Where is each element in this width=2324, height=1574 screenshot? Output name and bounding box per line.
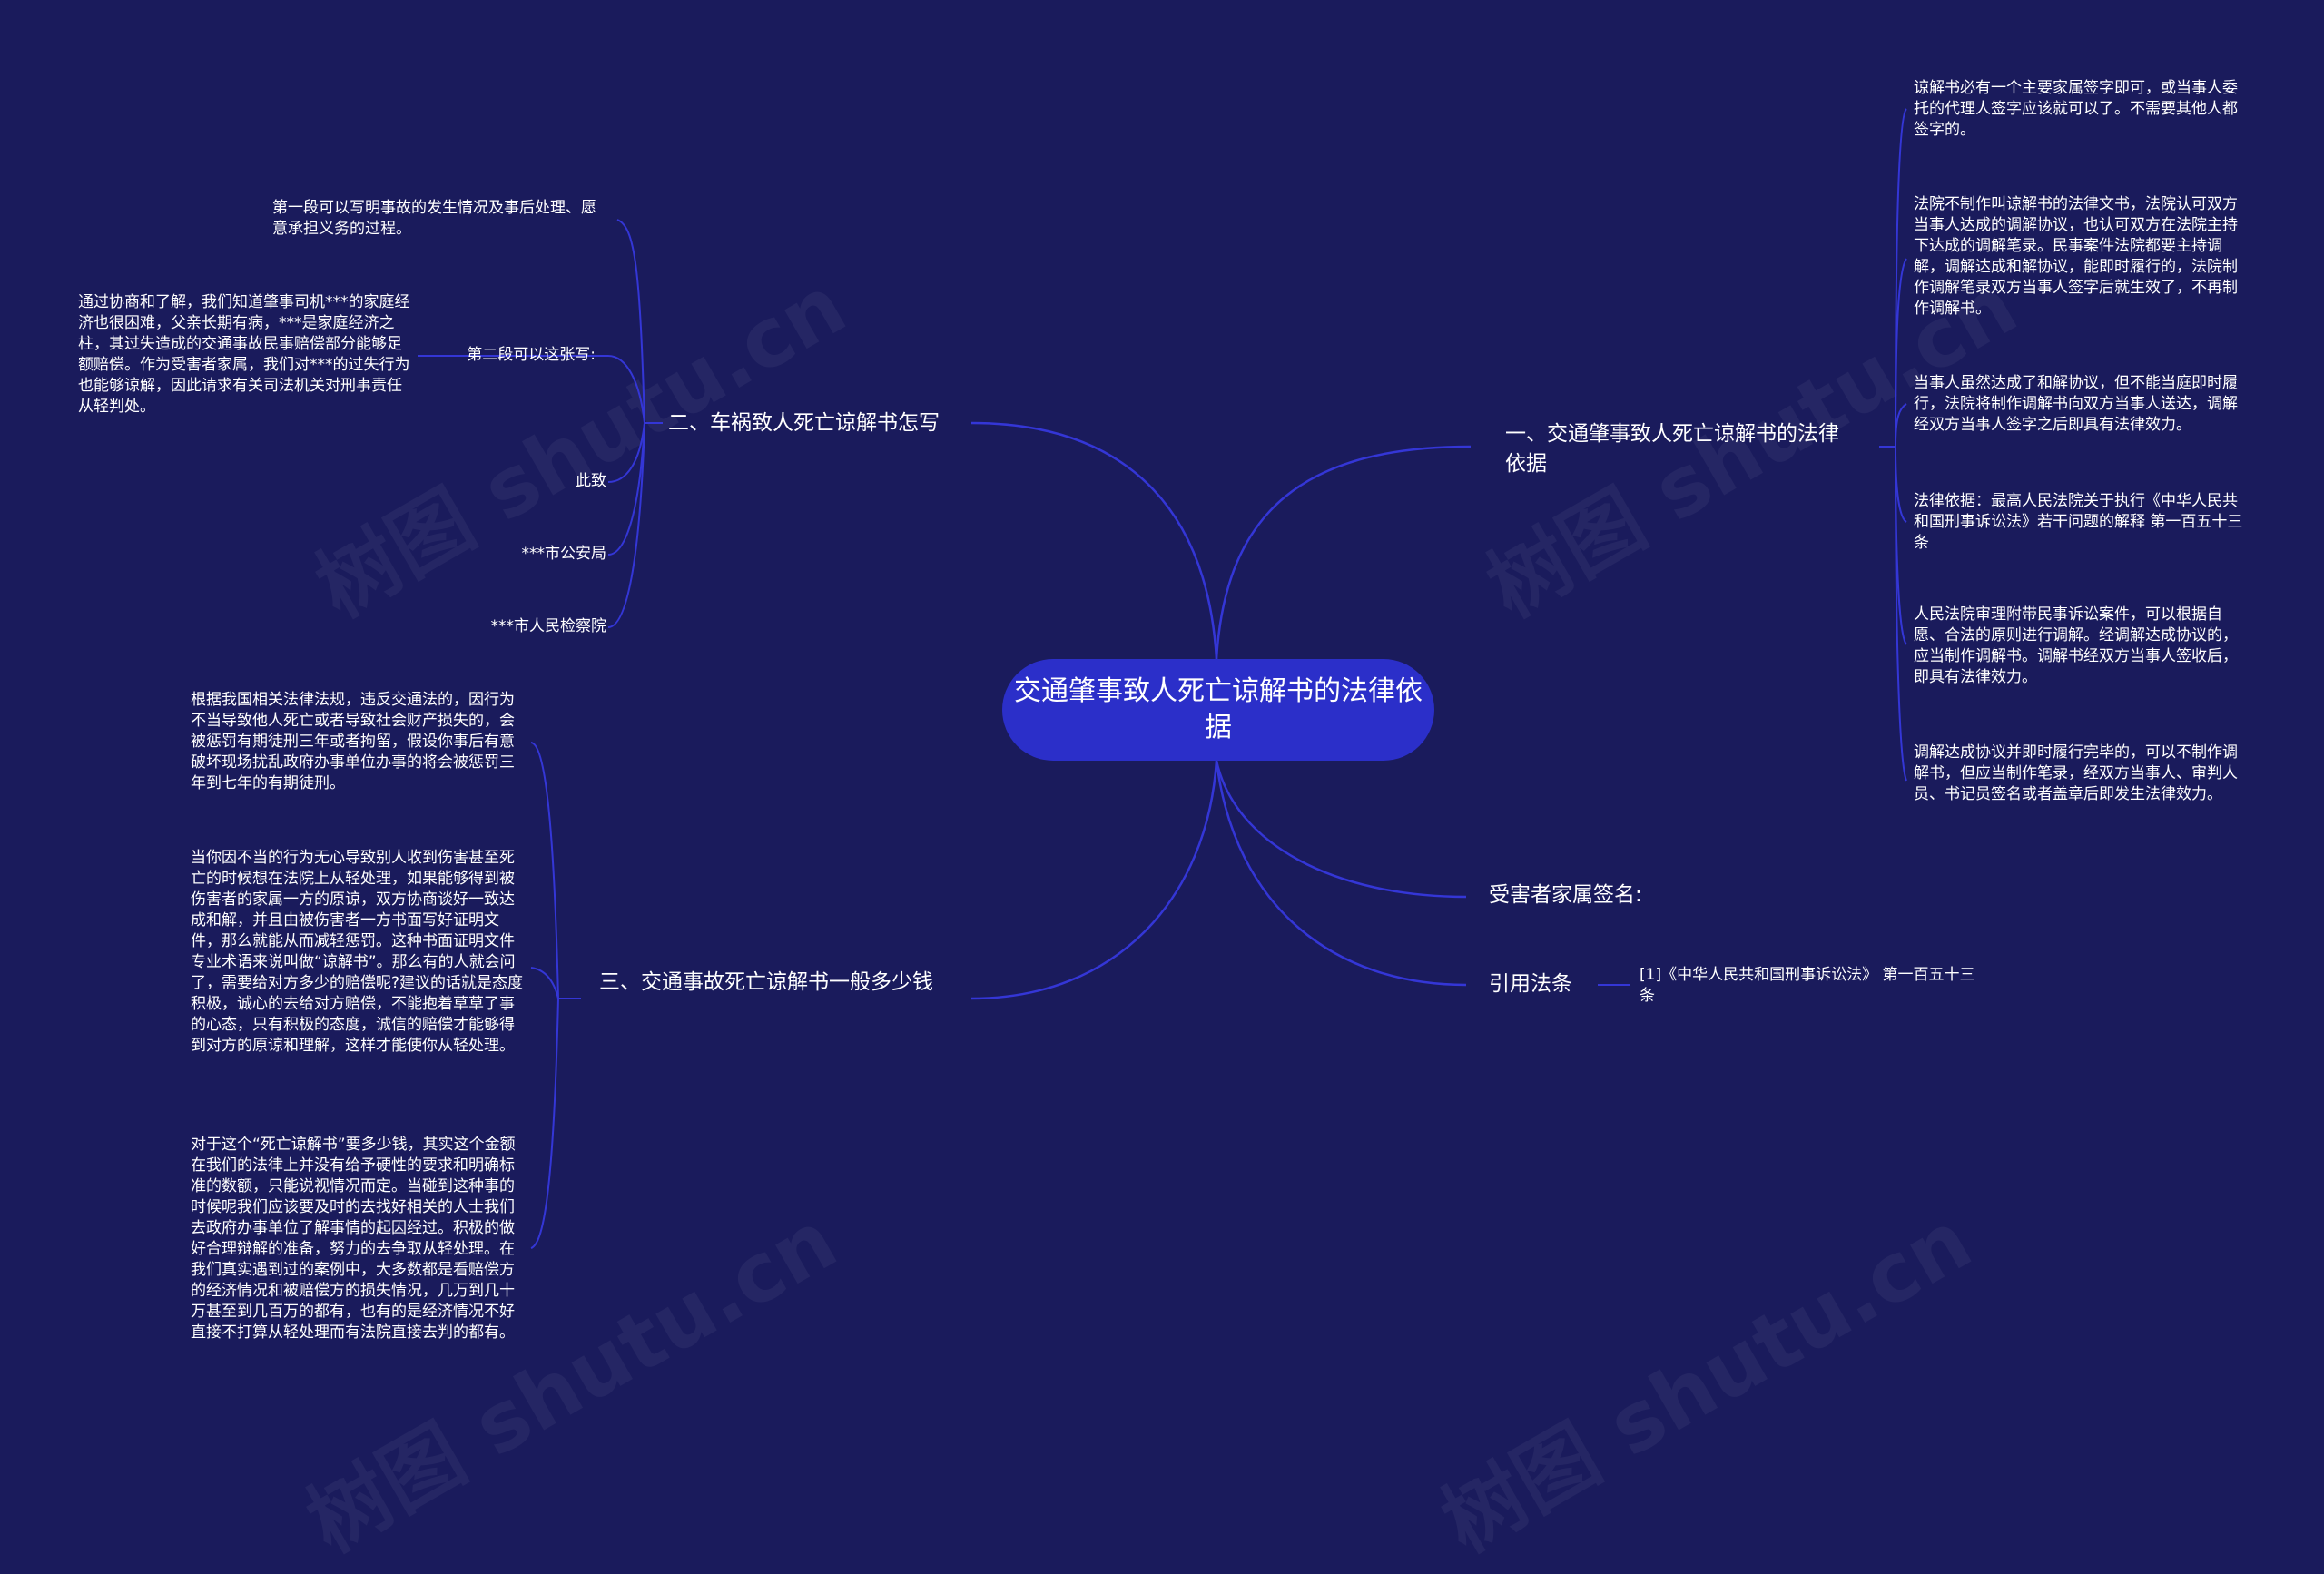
link-root-b1 <box>1215 445 1472 660</box>
leaf-legal-basis-5[interactable]: 人民法院审理附带民事诉讼案件，可以根据自愿、合法的原则进行调解。经调解达成协议的… <box>1914 605 2238 686</box>
leaf-legal-basis-6[interactable]: 调解达成协议并即时履行完毕的，可以不制作调解书，但应当制作笔录，经双方当事人、审… <box>1914 743 2238 803</box>
leaf-police-bureau[interactable]: ***市公安局 <box>521 545 607 563</box>
branch-how-much[interactable]: 三、交通事故死亡谅解书一般多少钱 <box>599 970 933 994</box>
branch-legal-basis[interactable]: 一、交通肇事致人死亡谅解书的法律依据 <box>1505 422 1839 476</box>
leaf-cited-law-1[interactable]: [1]《中华人民共和国刑事诉讼法》 第一百五十三条 <box>1640 966 1975 1005</box>
leaf-legal-basis-4[interactable]: 法律依据：最高人民法院关于执行《中华人民共和国刑事诉讼法》若干问题的解释 第一百… <box>1914 492 2243 552</box>
link-root-b3 <box>970 760 1218 1000</box>
leaf-amount-2[interactable]: 当你因不当的行为无心导致别人收到伤害甚至死亡的时候想在法院上从轻处理，如果能够得… <box>191 849 524 1055</box>
link-root-b4 <box>1215 760 1467 899</box>
leaf-paragraph-two[interactable]: 第二段可以这张写: <box>467 346 596 364</box>
leaf-procuratorate[interactable]: ***市人民检察院 <box>490 617 607 635</box>
branch-cited-law[interactable]: 引用法条 <box>1489 972 1572 996</box>
link-root-b5 <box>1215 760 1467 987</box>
leaf-paragraph-two-detail[interactable]: 通过协商和了解，我们知道肇事司机***的家庭经济也很困难，父亲长期有病，***是… <box>78 293 410 416</box>
root-topic[interactable]: 交通肇事致人死亡谅解书的法律依据 <box>1002 659 1434 761</box>
branch-how-to-write[interactable]: 二、车祸致人死亡谅解书怎写 <box>668 411 940 435</box>
connector-lines <box>418 108 1907 1249</box>
leaf-legal-basis-2[interactable]: 法院不制作叫谅解书的法律文书，法院认可双方当事人达成的调解协议，也认可双方在法院… <box>1914 195 2238 318</box>
leaf-salutation[interactable]: 此致 <box>576 472 606 490</box>
leaf-legal-basis-3[interactable]: 当事人虽然达成了和解协议，但不能当庭即时履行，法院将制作调解书向双方当事人送达，… <box>1914 374 2238 434</box>
link-root-b2 <box>970 421 1218 660</box>
leaf-paragraph-one[interactable]: 第一段可以写明事故的发生情况及事后处理、愿意承担义务的过程。 <box>272 199 596 238</box>
leaf-amount-3[interactable]: 对于这个“死亡谅解书”要多少钱，其实这个金额在我们的法律上并没有给予硬性的要求和… <box>191 1136 516 1342</box>
branch-victim-signature[interactable]: 受害者家属签名: <box>1489 883 1642 907</box>
leaf-legal-basis-1[interactable]: 谅解书必有一个主要家属签字即可，或当事人委托的代理人签字应该就可以了。不需要其他… <box>1914 79 2238 139</box>
leaf-amount-1[interactable]: 根据我国相关法律法规，违反交通法的，因行为不当导致他人死亡或者导致社会财产损失的… <box>191 691 515 792</box>
